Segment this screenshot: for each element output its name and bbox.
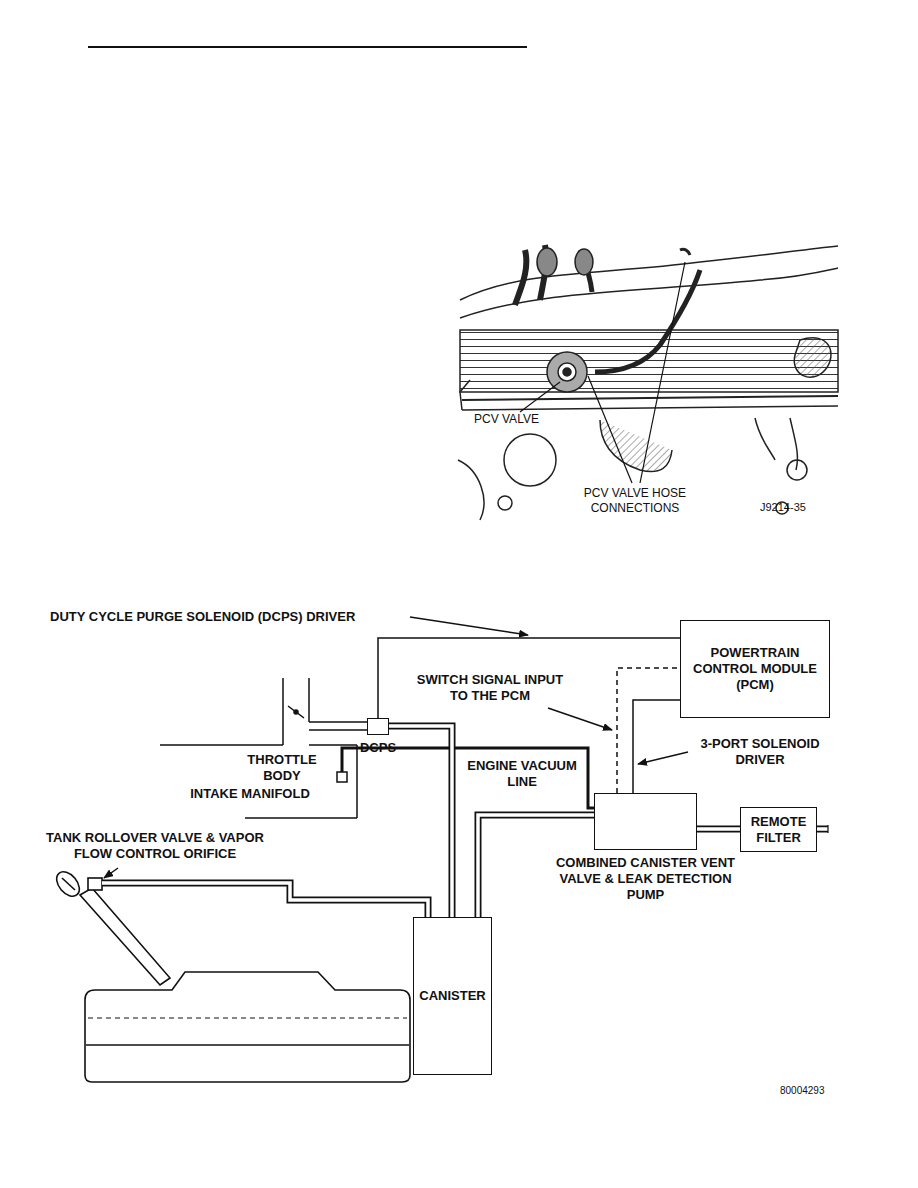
component-box: COMBINED CANISTER VENT VALVE & LEAK DETE… — [594, 793, 697, 850]
connector — [633, 700, 680, 793]
process-box: CANISTER — [413, 917, 492, 1075]
label-text: J9214-35 — [760, 500, 840, 514]
label-text: PCV VALVE HOSE CONNECTIONS — [575, 486, 695, 516]
label-text: DUTY CYCLE PURGE SOLENOID (DCPS) DRIVER — [50, 609, 410, 625]
label-text: 3-PORT SOLENOID DRIVER — [690, 736, 830, 768]
label-text: PCV VALVE — [474, 412, 564, 427]
vent-stub — [827, 825, 828, 833]
node-text: COMBINED CANISTER VENT VALVE & LEAK DETE… — [551, 855, 741, 903]
node-text: CANISTER — [419, 988, 485, 1004]
connector — [378, 638, 680, 718]
process-box: REMOTE FILTER — [740, 807, 817, 852]
pcv-illustration — [458, 245, 838, 520]
label-text: ENGINE VACUUM LINE — [462, 758, 582, 790]
connector — [697, 829, 740, 830]
connector — [617, 668, 680, 793]
label-text: SWITCH SIGNAL INPUT TO THE PCM — [415, 672, 565, 704]
label-text: TANK ROLLOVER VALVE & VAPOR FLOW CONTROL… — [30, 830, 280, 862]
process-box: POWERTRAIN CONTROL MODULE (PCM) — [680, 620, 830, 718]
label-text: 80004293 — [780, 1084, 860, 1097]
vent-stub — [815, 827, 829, 831]
leader-line — [520, 262, 685, 483]
component-box: DCPS — [367, 718, 389, 735]
node-text: POWERTRAIN CONTROL MODULE (PCM) — [685, 645, 825, 693]
label-text: INTAKE MANIFOLD — [190, 786, 310, 802]
node-text: DCPS — [360, 740, 396, 756]
vapor-line — [102, 883, 428, 917]
vacuum-line — [342, 748, 594, 808]
label-text: THROTTLE BODY — [232, 752, 332, 784]
node-text: REMOTE FILTER — [745, 814, 812, 846]
throttle-body — [160, 678, 367, 818]
connector — [389, 726, 452, 917]
vapor-line — [102, 883, 428, 917]
